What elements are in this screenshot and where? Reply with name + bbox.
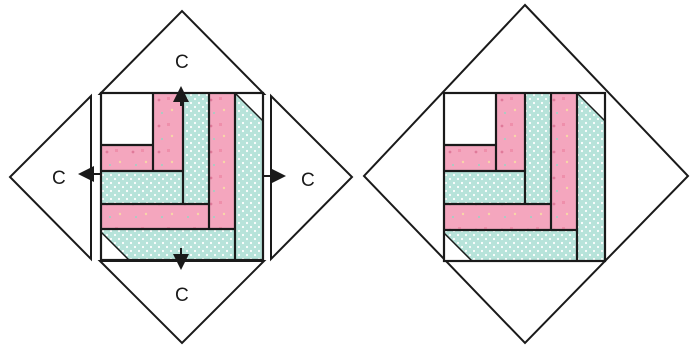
pink-strip-2 xyxy=(101,145,153,171)
aqua-strip-1 xyxy=(101,171,183,204)
pink-strip-3 xyxy=(101,204,209,229)
log-cabin-block-left xyxy=(99,91,265,262)
finished-diamond-outline xyxy=(362,3,690,345)
label-top-c: C xyxy=(175,52,189,73)
aqua-strip-2 xyxy=(183,93,209,204)
log-cabin-block-right xyxy=(442,91,607,263)
label-bottom-c: C xyxy=(175,285,189,306)
label-left-c: C xyxy=(52,168,66,189)
left-block-group: C C C C xyxy=(8,9,354,345)
left-setting-triangle xyxy=(8,93,92,262)
right-block-group xyxy=(362,3,690,345)
center-square xyxy=(101,93,153,145)
pink-strip-4 xyxy=(209,93,235,229)
label-right-c: C xyxy=(301,170,315,191)
aqua-strip-4 xyxy=(235,93,263,260)
